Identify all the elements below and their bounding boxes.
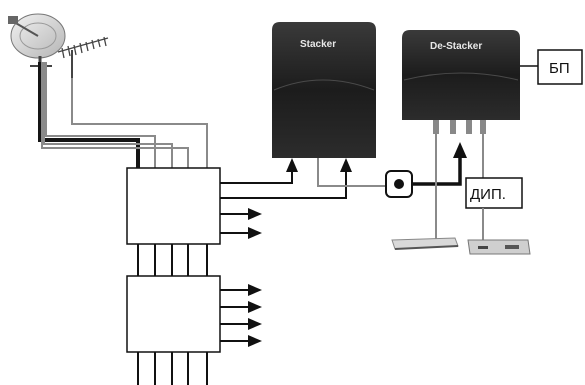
power-supply-box: БП [520,49,583,85]
destacker-input-line [412,142,467,186]
power-supply-label: БП [549,60,570,77]
input-cables [38,62,208,168]
multiswitch-1-outputs [220,208,262,239]
cascade-lines [137,244,208,276]
set-top-box-icon [467,239,531,255]
bottom-output-lines [137,352,208,385]
diplexer-box: ДИП. [465,177,523,240]
destacker-device: De-Stacker [402,30,520,134]
destacker-label: De-Stacker [430,41,482,52]
multiswitch-1 [126,167,221,245]
stacker-device: Stacker [272,22,376,158]
long-cable-node [385,170,413,198]
satellite-receiver-icon [391,237,459,250]
diplexer-label: ДИП. [470,186,506,203]
stacker-output-cable [317,158,388,187]
terrestrial-antenna-icon [57,36,109,78]
stacker-input-lines [220,158,352,199]
multiswitch-2 [126,275,221,353]
stacker-label: Stacker [300,39,336,50]
destacker-output-cables [435,134,484,240]
multiswitch-2-outputs [220,284,262,347]
satellite-dish-icon [8,13,66,67]
